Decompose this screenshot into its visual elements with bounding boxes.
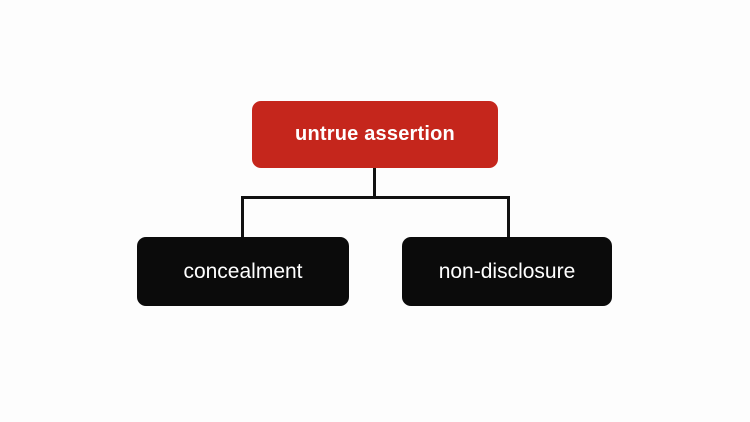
child-node-non-disclosure: non-disclosure	[402, 237, 612, 306]
child-node-non-disclosure-label: non-disclosure	[438, 259, 576, 283]
child-node-concealment-label: concealment	[183, 259, 303, 283]
connector-drop-concealment	[241, 196, 244, 240]
root-node-untrue-assertion: untrue assertion	[252, 101, 498, 168]
connector-drop-non-disclosure	[507, 196, 510, 240]
connector-horizontal-rail	[241, 196, 510, 199]
child-node-concealment: concealment	[137, 237, 349, 306]
connector-root-stem	[373, 168, 376, 199]
root-node-label: untrue assertion	[295, 123, 455, 145]
